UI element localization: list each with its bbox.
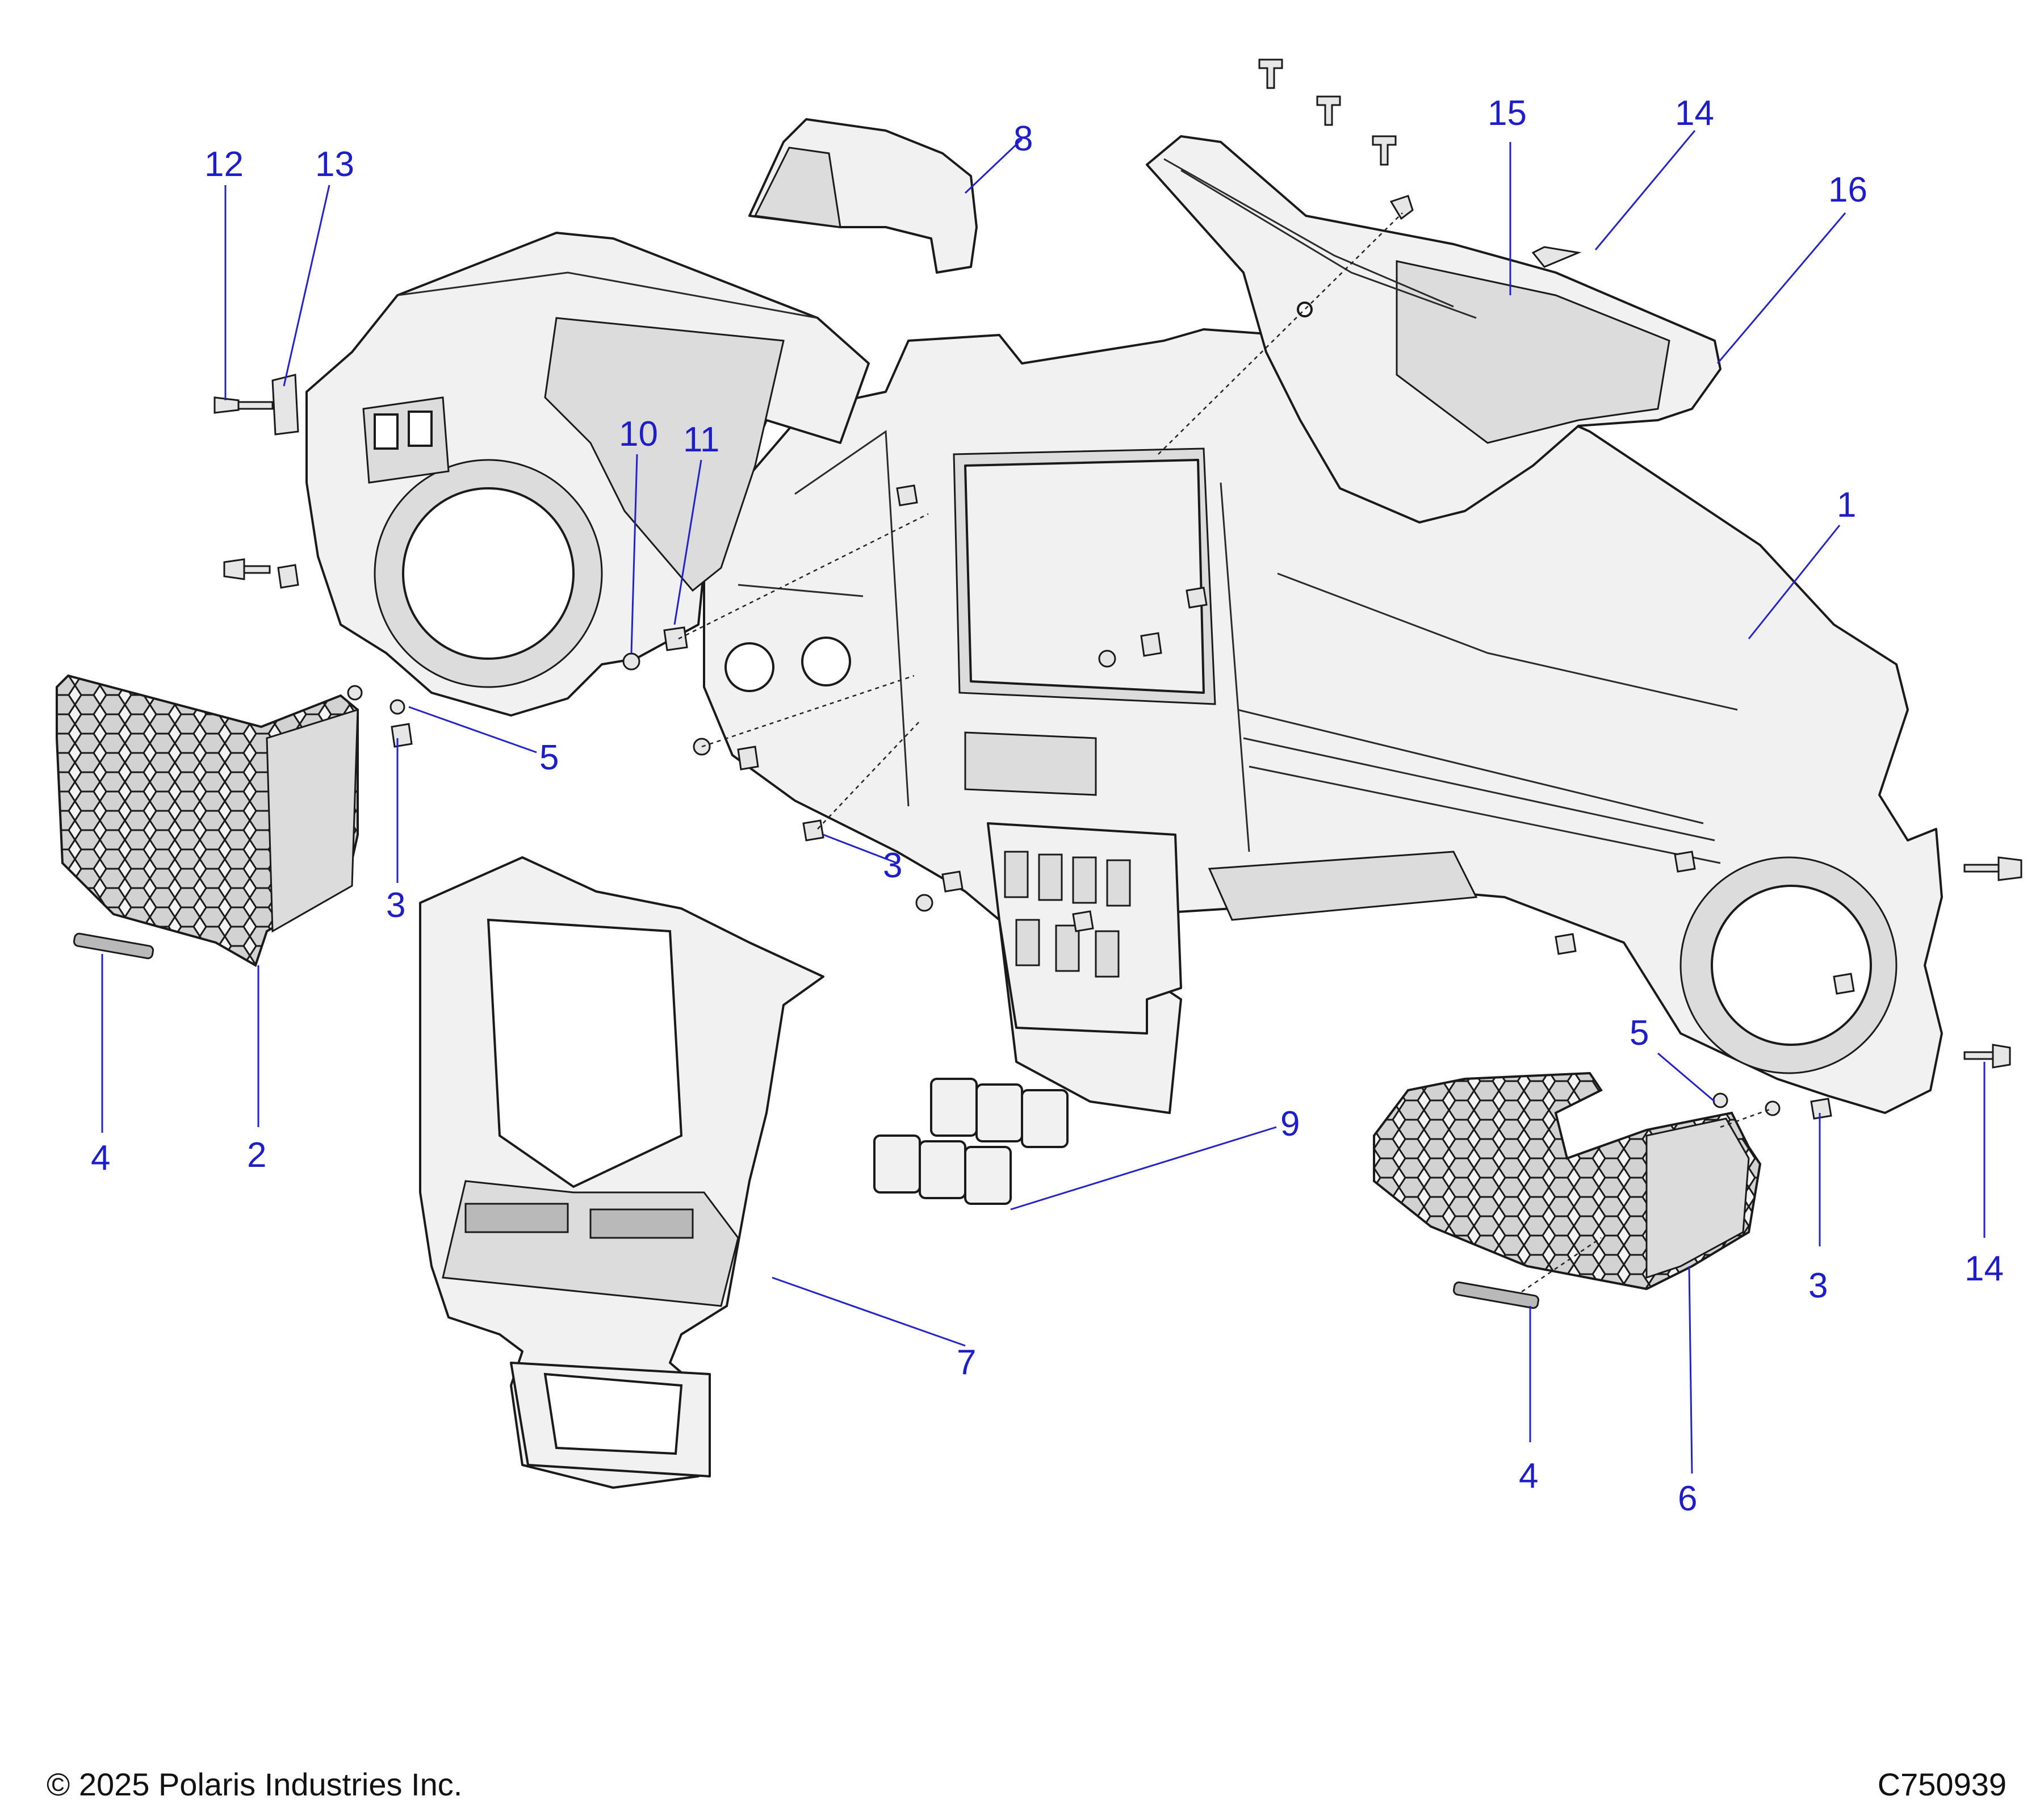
callout-14: 14 — [1675, 94, 1714, 133]
callout-10: 10 — [619, 415, 658, 454]
dashboard-main-part — [703, 328, 1943, 1114]
callout-13: 13 — [315, 145, 354, 184]
glovebox-bracket — [1146, 135, 1722, 524]
leader-lines — [101, 130, 1986, 1474]
center-bezel-part-7 — [419, 856, 824, 1489]
callout-6: 6 — [1678, 1479, 1697, 1518]
callout-5: 5 — [1630, 1014, 1649, 1053]
callout-12: 12 — [204, 145, 244, 184]
assembly-lines — [678, 212, 1773, 1293]
callout-7: 7 — [957, 1343, 976, 1382]
switch-blanks-part-9 — [873, 1078, 1069, 1205]
callout-15: 15 — [1488, 94, 1527, 133]
callout-14: 14 — [1965, 1249, 2004, 1288]
upper-left-shroud — [305, 232, 870, 717]
copyright-notice: © 2025 Polaris Industries Inc. — [47, 1766, 463, 1802]
column-cover-part-8 — [748, 118, 978, 274]
badges-part-4 — [73, 932, 1540, 1309]
callout-2: 2 — [247, 1136, 266, 1175]
callout-4: 4 — [1519, 1456, 1538, 1496]
callout-8: 8 — [1013, 119, 1033, 158]
callout-labels: 1 2 3 3 3 4 4 5 5 6 7 8 9 10 11 12 13 14… — [91, 94, 2004, 1518]
right-grille-part-6 — [1373, 1071, 1762, 1291]
callout-1: 1 — [1837, 485, 1856, 525]
callout-3: 3 — [1808, 1266, 1828, 1305]
push-rivets-top — [1258, 58, 1582, 268]
left-grille-part-2 — [56, 674, 359, 967]
diagram-id: C750939 — [1877, 1766, 2007, 1802]
callout-11: 11 — [683, 420, 719, 459]
callout-5: 5 — [539, 738, 559, 777]
callout-3: 3 — [883, 846, 902, 885]
callout-9: 9 — [1280, 1104, 1300, 1144]
callout-4: 4 — [91, 1138, 110, 1178]
callout-3: 3 — [386, 886, 405, 925]
callout-16: 16 — [1828, 170, 1867, 210]
